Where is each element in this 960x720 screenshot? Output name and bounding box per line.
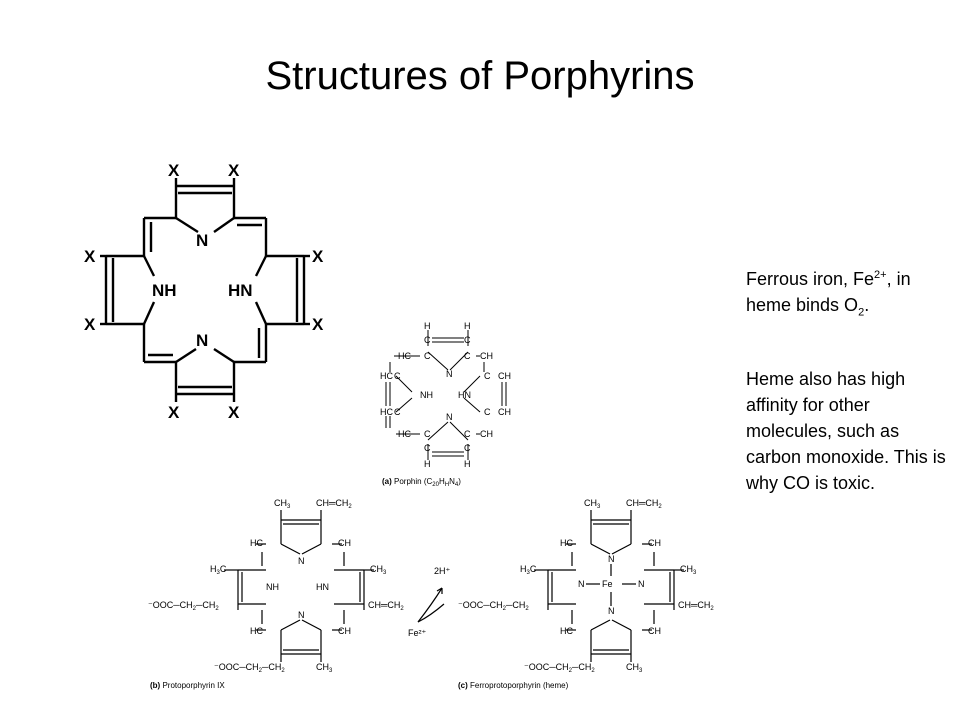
hn-right: HN	[228, 281, 253, 300]
svg-text:CH3: CH3	[584, 498, 601, 510]
svg-text:HC: HC	[380, 371, 393, 381]
svg-text:H: H	[464, 459, 471, 469]
svg-text:C: C	[394, 407, 401, 417]
protoporphyrin-diagram: CH3 CH═CH2 HC CH N H3C CH3 NH HN ⁻OOC─CH…	[148, 498, 404, 690]
methine-bridges	[142, 216, 268, 364]
substituent-bonds	[100, 178, 310, 402]
svg-text:HC: HC	[250, 626, 263, 636]
svg-text:⁻OOC─CH2─CH2: ⁻OOC─CH2─CH2	[214, 662, 285, 674]
svg-text:HC: HC	[380, 407, 393, 417]
svg-text:⁻OOC─CH2─CH2: ⁻OOC─CH2─CH2	[524, 662, 595, 674]
top-pyrrole-ring	[174, 184, 236, 234]
svg-text:N: N	[608, 554, 615, 564]
svg-text:CH3: CH3	[274, 498, 291, 510]
svg-text:CH: CH	[498, 371, 511, 381]
bottom-pyrrole-ring	[174, 347, 236, 396]
slide-title: Structures of Porphyrins	[265, 54, 695, 98]
svg-text:HC: HC	[398, 351, 411, 361]
svg-text:CH3: CH3	[626, 662, 643, 674]
svg-text:CH: CH	[648, 538, 661, 548]
svg-text:HC: HC	[560, 538, 573, 548]
svg-text:HC: HC	[560, 626, 573, 636]
porphyrin-skeleton-diagram: X X X X X X X X N N NH HN	[84, 161, 324, 422]
svg-text:HC: HC	[398, 429, 411, 439]
svg-text:CH: CH	[480, 429, 493, 439]
iron-atom: Fe	[602, 579, 613, 589]
svg-text:N: N	[608, 606, 615, 616]
svg-text:CH: CH	[648, 626, 661, 636]
co-note: Heme also has high affinity for other mo…	[746, 369, 946, 493]
svg-text:N: N	[298, 610, 305, 620]
svg-text:H: H	[464, 321, 471, 331]
svg-text:H: H	[424, 459, 431, 469]
svg-text:HN: HN	[458, 390, 471, 400]
svg-text:C: C	[424, 351, 431, 361]
x-bottom-left: X	[168, 403, 180, 422]
svg-text:H: H	[424, 321, 431, 331]
svg-text:CH3: CH3	[680, 564, 697, 576]
svg-text:CH: CH	[338, 538, 351, 548]
x-bottom-right: X	[228, 403, 240, 422]
svg-text:C: C	[484, 407, 491, 417]
svg-text:HN: HN	[316, 582, 329, 592]
svg-text:H3C: H3C	[210, 564, 227, 576]
svg-text:NH: NH	[266, 582, 279, 592]
svg-text:CH═CH2: CH═CH2	[626, 498, 662, 510]
svg-text:CH: CH	[338, 626, 351, 636]
svg-text:CH═CH2: CH═CH2	[678, 600, 714, 612]
svg-text:C: C	[464, 351, 471, 361]
svg-text:NH: NH	[420, 390, 433, 400]
x-right-bottom: X	[312, 315, 324, 334]
x-top-right: X	[228, 161, 240, 180]
svg-text:CH═CH2: CH═CH2	[316, 498, 352, 510]
svg-text:CH═CH2: CH═CH2	[368, 600, 404, 612]
right-pyrrole-ring	[254, 254, 306, 326]
x-right-top: X	[312, 247, 324, 266]
svg-text:C: C	[424, 335, 431, 345]
n-bottom: N	[196, 331, 208, 350]
heme-caption: (c) Ferroprotoporphyrin (heme)	[458, 681, 569, 690]
reaction-arrow: 2H⁺ Fe²⁺	[408, 566, 451, 638]
svg-text:N: N	[446, 412, 453, 422]
svg-text:C: C	[484, 371, 491, 381]
svg-text:HC: HC	[250, 538, 263, 548]
svg-text:N: N	[298, 556, 305, 566]
svg-text:CH: CH	[480, 351, 493, 361]
svg-text:CH: CH	[498, 407, 511, 417]
svg-text:⁻OOC─CH2─CH2: ⁻OOC─CH2─CH2	[458, 600, 529, 612]
reaction-bottom-label: Fe²⁺	[408, 628, 427, 638]
heme-diagram: CH3 CH═CH2 HC CH N H3C CH3 N Fe N ⁻OOC─C…	[458, 498, 714, 690]
x-top-left: X	[168, 161, 180, 180]
svg-text:N: N	[578, 579, 585, 589]
protoporphyrin-caption: (b) Protoporphyrin IX	[150, 681, 225, 690]
nh-left: NH	[152, 281, 177, 300]
reaction-top-label: 2H⁺	[434, 566, 451, 576]
svg-text:C: C	[394, 371, 401, 381]
svg-text:⁻OOC─CH2─CH2: ⁻OOC─CH2─CH2	[148, 600, 219, 612]
svg-text:C: C	[464, 429, 471, 439]
porphin-caption: (a) Porphin (C20HHN4)	[382, 477, 461, 488]
svg-text:C: C	[424, 443, 431, 453]
svg-text:H3C: H3C	[520, 564, 537, 576]
svg-text:C: C	[464, 443, 471, 453]
svg-text:CH3: CH3	[370, 564, 387, 576]
n-top: N	[196, 231, 208, 250]
x-left-top: X	[84, 247, 96, 266]
svg-text:N: N	[638, 579, 645, 589]
left-pyrrole-ring	[104, 254, 156, 326]
iron-note: Ferrous iron, Fe2+, in heme binds O2.	[746, 269, 911, 319]
svg-text:C: C	[464, 335, 471, 345]
x-left-bottom: X	[84, 315, 96, 334]
svg-text:CH3: CH3	[316, 662, 333, 674]
svg-text:N: N	[446, 369, 453, 379]
svg-text:C: C	[424, 429, 431, 439]
